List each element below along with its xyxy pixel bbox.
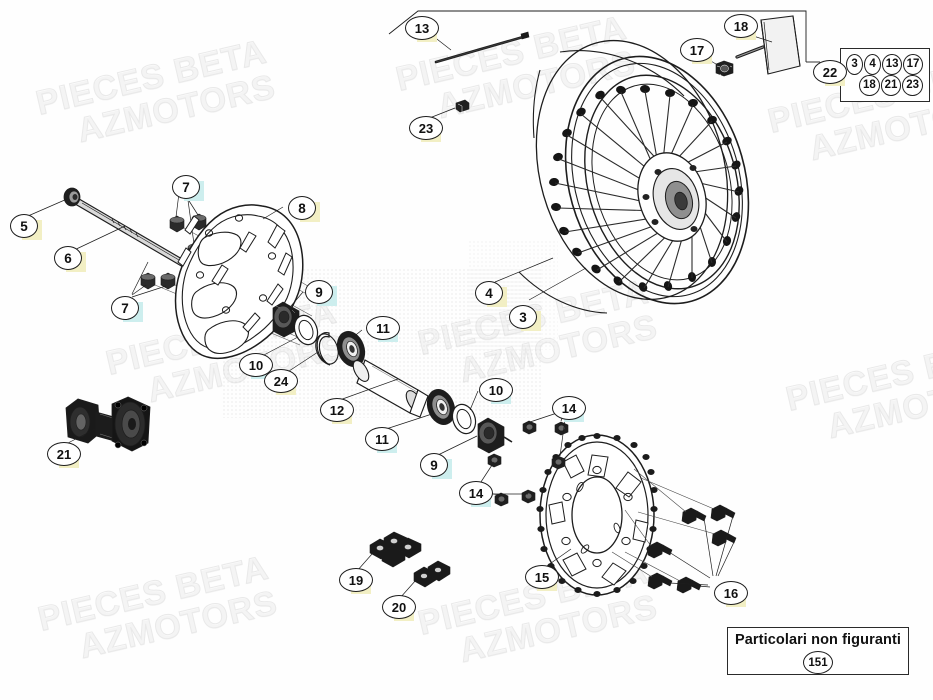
part-14-nuts	[476, 411, 569, 507]
callout-number: 7	[172, 175, 200, 199]
callout-12[interactable]: 12	[319, 398, 355, 424]
callout-number: 23	[409, 116, 443, 140]
callout-number: 14	[552, 396, 586, 420]
callout-8[interactable]: 8	[287, 196, 320, 222]
legend-item-21[interactable]: 21	[880, 74, 902, 96]
callout-7[interactable]: 7	[171, 175, 204, 201]
legend-item-17[interactable]: 17	[903, 53, 923, 75]
part-3-wheel-rim	[564, 55, 750, 305]
part-11-bearing-right	[426, 389, 456, 425]
callout-number: 17	[680, 38, 714, 62]
legend-item-23[interactable]: 23	[902, 74, 924, 96]
callout-17[interactable]: 17	[679, 38, 715, 64]
part-13-rod	[434, 31, 530, 64]
callout-number: 10	[479, 378, 513, 402]
callout-number: 3	[509, 305, 537, 329]
callout-number: 11	[366, 316, 400, 340]
callout-number: 20	[382, 595, 416, 619]
callout-18[interactable]: 18	[723, 14, 759, 40]
legend-item-18[interactable]: 18	[859, 74, 880, 96]
part-17-nut	[715, 60, 734, 77]
part-21-hub-assembly	[65, 396, 151, 452]
part-19-chain-link	[369, 531, 422, 568]
callout-number: 18	[724, 14, 758, 38]
part-9-collar-right	[477, 417, 513, 454]
wheel-hub	[637, 152, 707, 242]
callout-23[interactable]: 23	[408, 116, 444, 142]
callout-4[interactable]: 4	[474, 281, 507, 307]
callout-6[interactable]: 6	[53, 246, 86, 272]
callout-number: 7	[111, 296, 139, 320]
part-15-rear-sprocket	[536, 433, 658, 597]
callout-number: 21	[47, 442, 81, 466]
callout-20[interactable]: 20	[381, 595, 417, 621]
callout-11[interactable]: 11	[365, 316, 401, 342]
part-20-master-link	[413, 560, 451, 588]
non-pictured-item-151[interactable]: 151	[803, 651, 833, 674]
part-10-seal-left	[293, 314, 319, 346]
legend-item-4[interactable]: 4	[864, 53, 882, 75]
callout-number: 8	[288, 196, 316, 220]
part-6-axle	[74, 198, 202, 276]
callout-9[interactable]: 9	[419, 453, 452, 479]
callout-14[interactable]: 14	[458, 481, 494, 507]
callout-22[interactable]: 22	[812, 60, 848, 86]
legend-item-3[interactable]: 3	[846, 53, 864, 75]
rim-spoke-nipples	[549, 84, 744, 292]
callout-19[interactable]: 19	[338, 568, 374, 594]
part-16-sprocket-bolts	[611, 468, 737, 594]
callout-number: 19	[339, 568, 373, 592]
callout-14[interactable]: 14	[551, 396, 587, 422]
non-pictured-parts-title: Particolari non figuranti	[734, 632, 902, 648]
callout-number: 5	[10, 214, 38, 238]
callout-24[interactable]: 24	[263, 369, 299, 395]
group-bracket-22	[388, 10, 820, 63]
part-9-collar-left	[272, 301, 300, 338]
parts-group-legend: 3 4 13 17 18 21 23	[840, 48, 930, 102]
part-10-seal-right	[451, 403, 477, 435]
callout-9[interactable]: 9	[304, 280, 337, 306]
callout-number: 13	[405, 16, 439, 40]
callout-10[interactable]: 10	[478, 378, 514, 404]
callout-7[interactable]: 7	[110, 296, 143, 322]
non-pictured-parts-box: Particolari non figuranti 151	[727, 627, 909, 675]
callout-number: 12	[320, 398, 354, 422]
callout-16[interactable]: 16	[713, 581, 749, 607]
callout-number: 6	[54, 246, 82, 270]
callout-13[interactable]: 13	[404, 16, 440, 42]
part-5-axle-nut	[63, 187, 81, 207]
part-18-rim-lock	[735, 15, 801, 75]
callout-number: 16	[714, 581, 748, 605]
callout-5[interactable]: 5	[9, 214, 42, 240]
callout-number: 9	[305, 280, 333, 304]
callout-number: 11	[365, 427, 399, 451]
callout-number: 24	[264, 369, 298, 393]
callout-number: 22	[813, 60, 847, 84]
callout-15[interactable]: 15	[524, 565, 560, 591]
part-7-bushings-lower	[131, 261, 176, 298]
legend-row-1: 3 4 13 17	[846, 53, 924, 75]
legend-item-13[interactable]: 13	[882, 53, 903, 75]
callout-number: 4	[475, 281, 503, 305]
legend-row-2: 18 21 23	[846, 74, 924, 96]
part-11-bearing-left	[336, 331, 366, 367]
callout-number: 15	[525, 565, 559, 589]
callout-21[interactable]: 21	[46, 442, 82, 468]
callout-number: 9	[420, 453, 448, 477]
callout-number: 14	[459, 481, 493, 505]
callout-11[interactable]: 11	[364, 427, 400, 453]
callout-3[interactable]: 3	[508, 305, 541, 331]
part-8-brake-disc	[174, 204, 304, 360]
part-12-spacer-tube	[352, 359, 429, 418]
part-23-nipple	[455, 99, 470, 113]
non-pictured-parts-items: 151	[728, 651, 908, 674]
